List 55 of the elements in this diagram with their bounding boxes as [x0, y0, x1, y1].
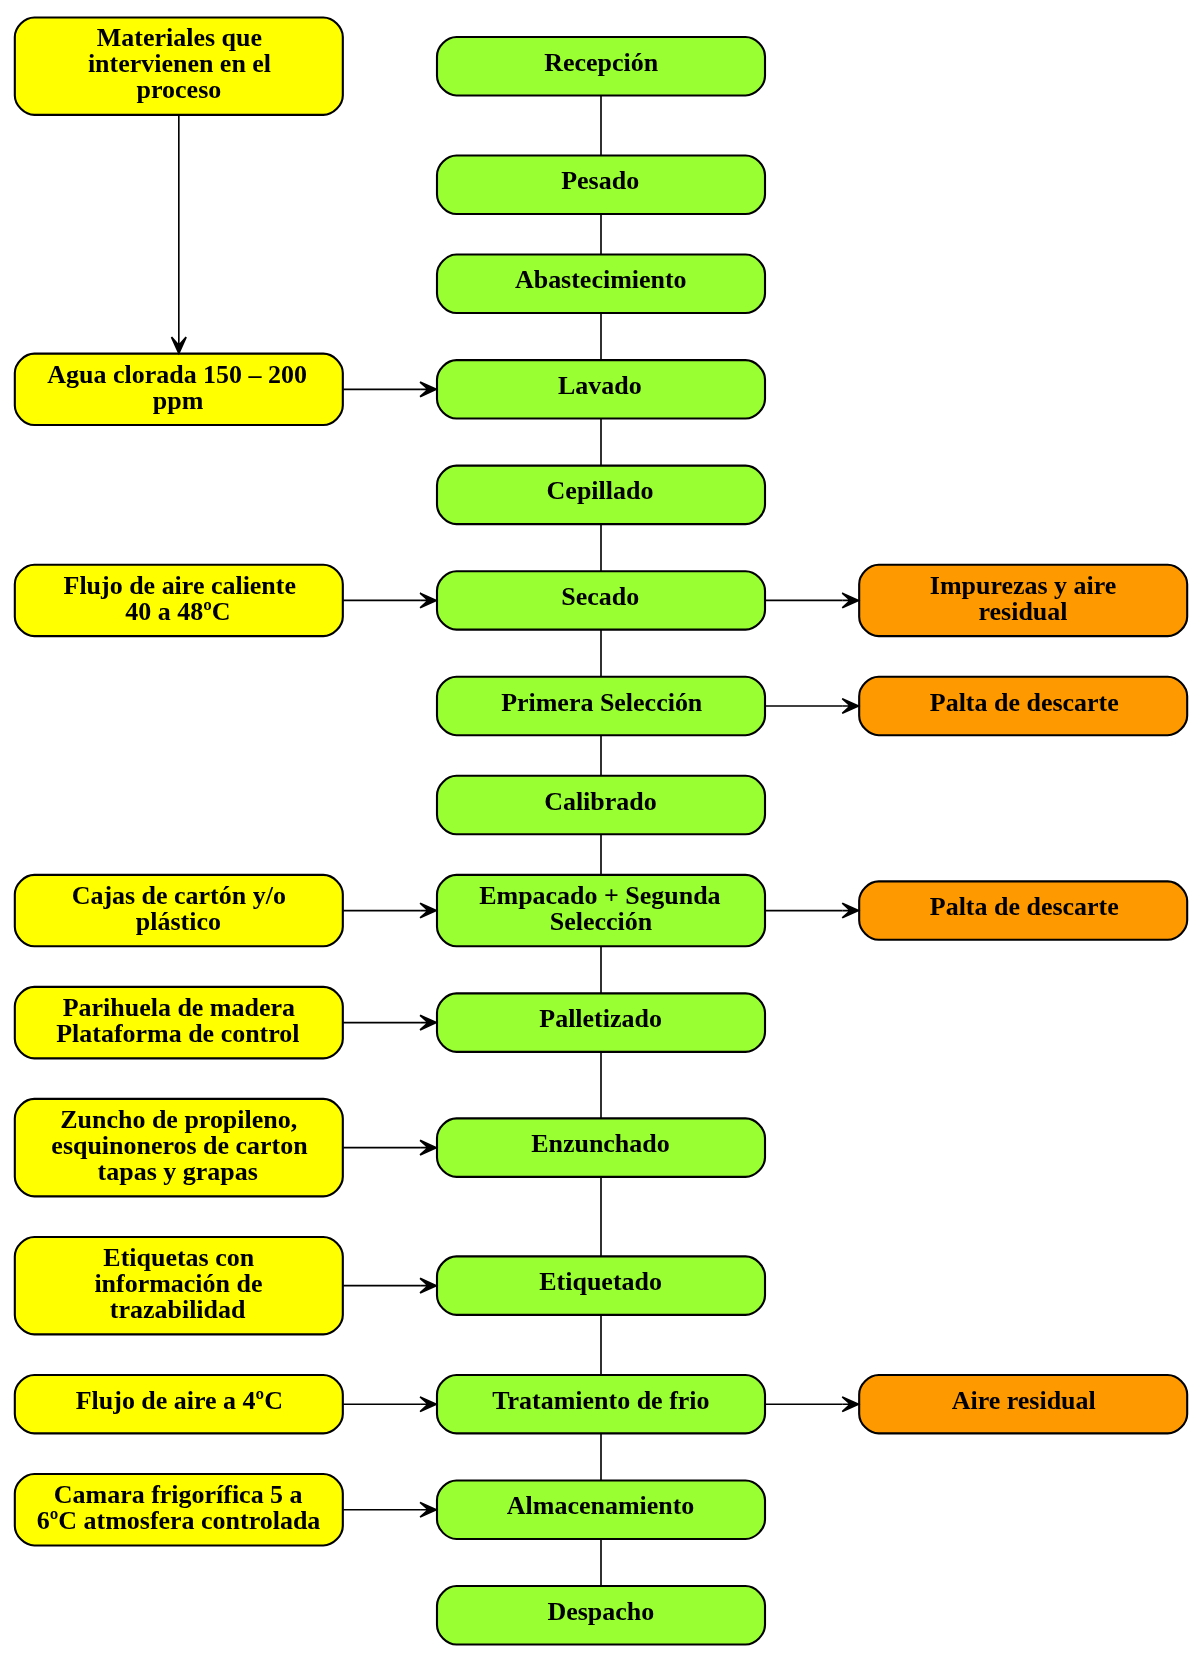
node-box: Despacho	[435, 1584, 767, 1646]
arrow	[342, 901, 438, 919]
node-box: Flujo de aire caliente 40 a 48ºC	[13, 563, 344, 637]
arrow	[342, 1395, 438, 1412]
arrow	[170, 113, 187, 354]
node-box: Enzunchado	[435, 1116, 767, 1178]
connector	[600, 1537, 602, 1587]
arrow	[342, 591, 438, 609]
node-box: Materiales que intervienen en el proceso	[13, 15, 344, 116]
connector	[600, 311, 602, 361]
node-box: Tratamiento de frio	[435, 1373, 767, 1434]
connector	[600, 417, 602, 466]
arrow	[764, 697, 860, 714]
connector	[600, 1050, 602, 1119]
node-box: Aire residual	[858, 1373, 1189, 1434]
node-box: Secado	[435, 569, 767, 631]
node-box: Almacenamiento	[435, 1478, 767, 1540]
connector	[600, 1432, 602, 1481]
arrow	[764, 591, 860, 609]
node-box: Lavado	[435, 358, 767, 420]
arrow	[764, 901, 860, 919]
connector	[600, 94, 602, 156]
connector	[600, 523, 602, 572]
node-box: Flujo de aire a 4ºC	[13, 1373, 344, 1434]
arrow	[764, 1395, 860, 1412]
connector	[600, 628, 602, 678]
node-box: Agua clorada 150 – 200 ppm	[13, 352, 344, 426]
connector	[600, 734, 602, 776]
node-box: Empacado + Segunda Selección	[435, 873, 767, 947]
node-box: Cajas de cartón y/o plástico	[13, 873, 344, 947]
node-box: Zuncho de propileno, esquinoneros de carton tapas y grapas	[13, 1097, 344, 1197]
node-box: Abastecimiento	[435, 253, 767, 314]
arrow	[342, 1139, 438, 1156]
connector	[600, 1175, 602, 1257]
node-box: Palta de descarte	[858, 879, 1189, 941]
node-box: Parihuela de madera Plataforma de control	[13, 985, 344, 1059]
node-box: Calibrado	[435, 774, 767, 835]
connector	[600, 1313, 602, 1376]
connector	[600, 945, 602, 994]
arrow	[342, 1277, 438, 1294]
node-box: Primera Selección	[435, 675, 767, 736]
node-box: Palta de descarte	[858, 675, 1189, 736]
arrow	[342, 1014, 438, 1031]
node-box: Recepción	[435, 35, 767, 96]
node-box: Pesado	[435, 153, 767, 215]
connector	[600, 213, 602, 255]
node-box: Impurezas y aire residual	[858, 563, 1189, 637]
arrow	[342, 1501, 438, 1518]
connector	[600, 833, 602, 875]
node-box: Cepillado	[435, 464, 767, 525]
arrow	[342, 380, 438, 397]
node-box: Etiquetado	[435, 1254, 767, 1316]
node-box: Etiquetas con información de trazabilidad	[13, 1235, 344, 1335]
node-box: Palletizado	[435, 991, 767, 1053]
node-box: Camara frigorífica 5 a 6ºC atmosfera controlada	[13, 1472, 344, 1546]
